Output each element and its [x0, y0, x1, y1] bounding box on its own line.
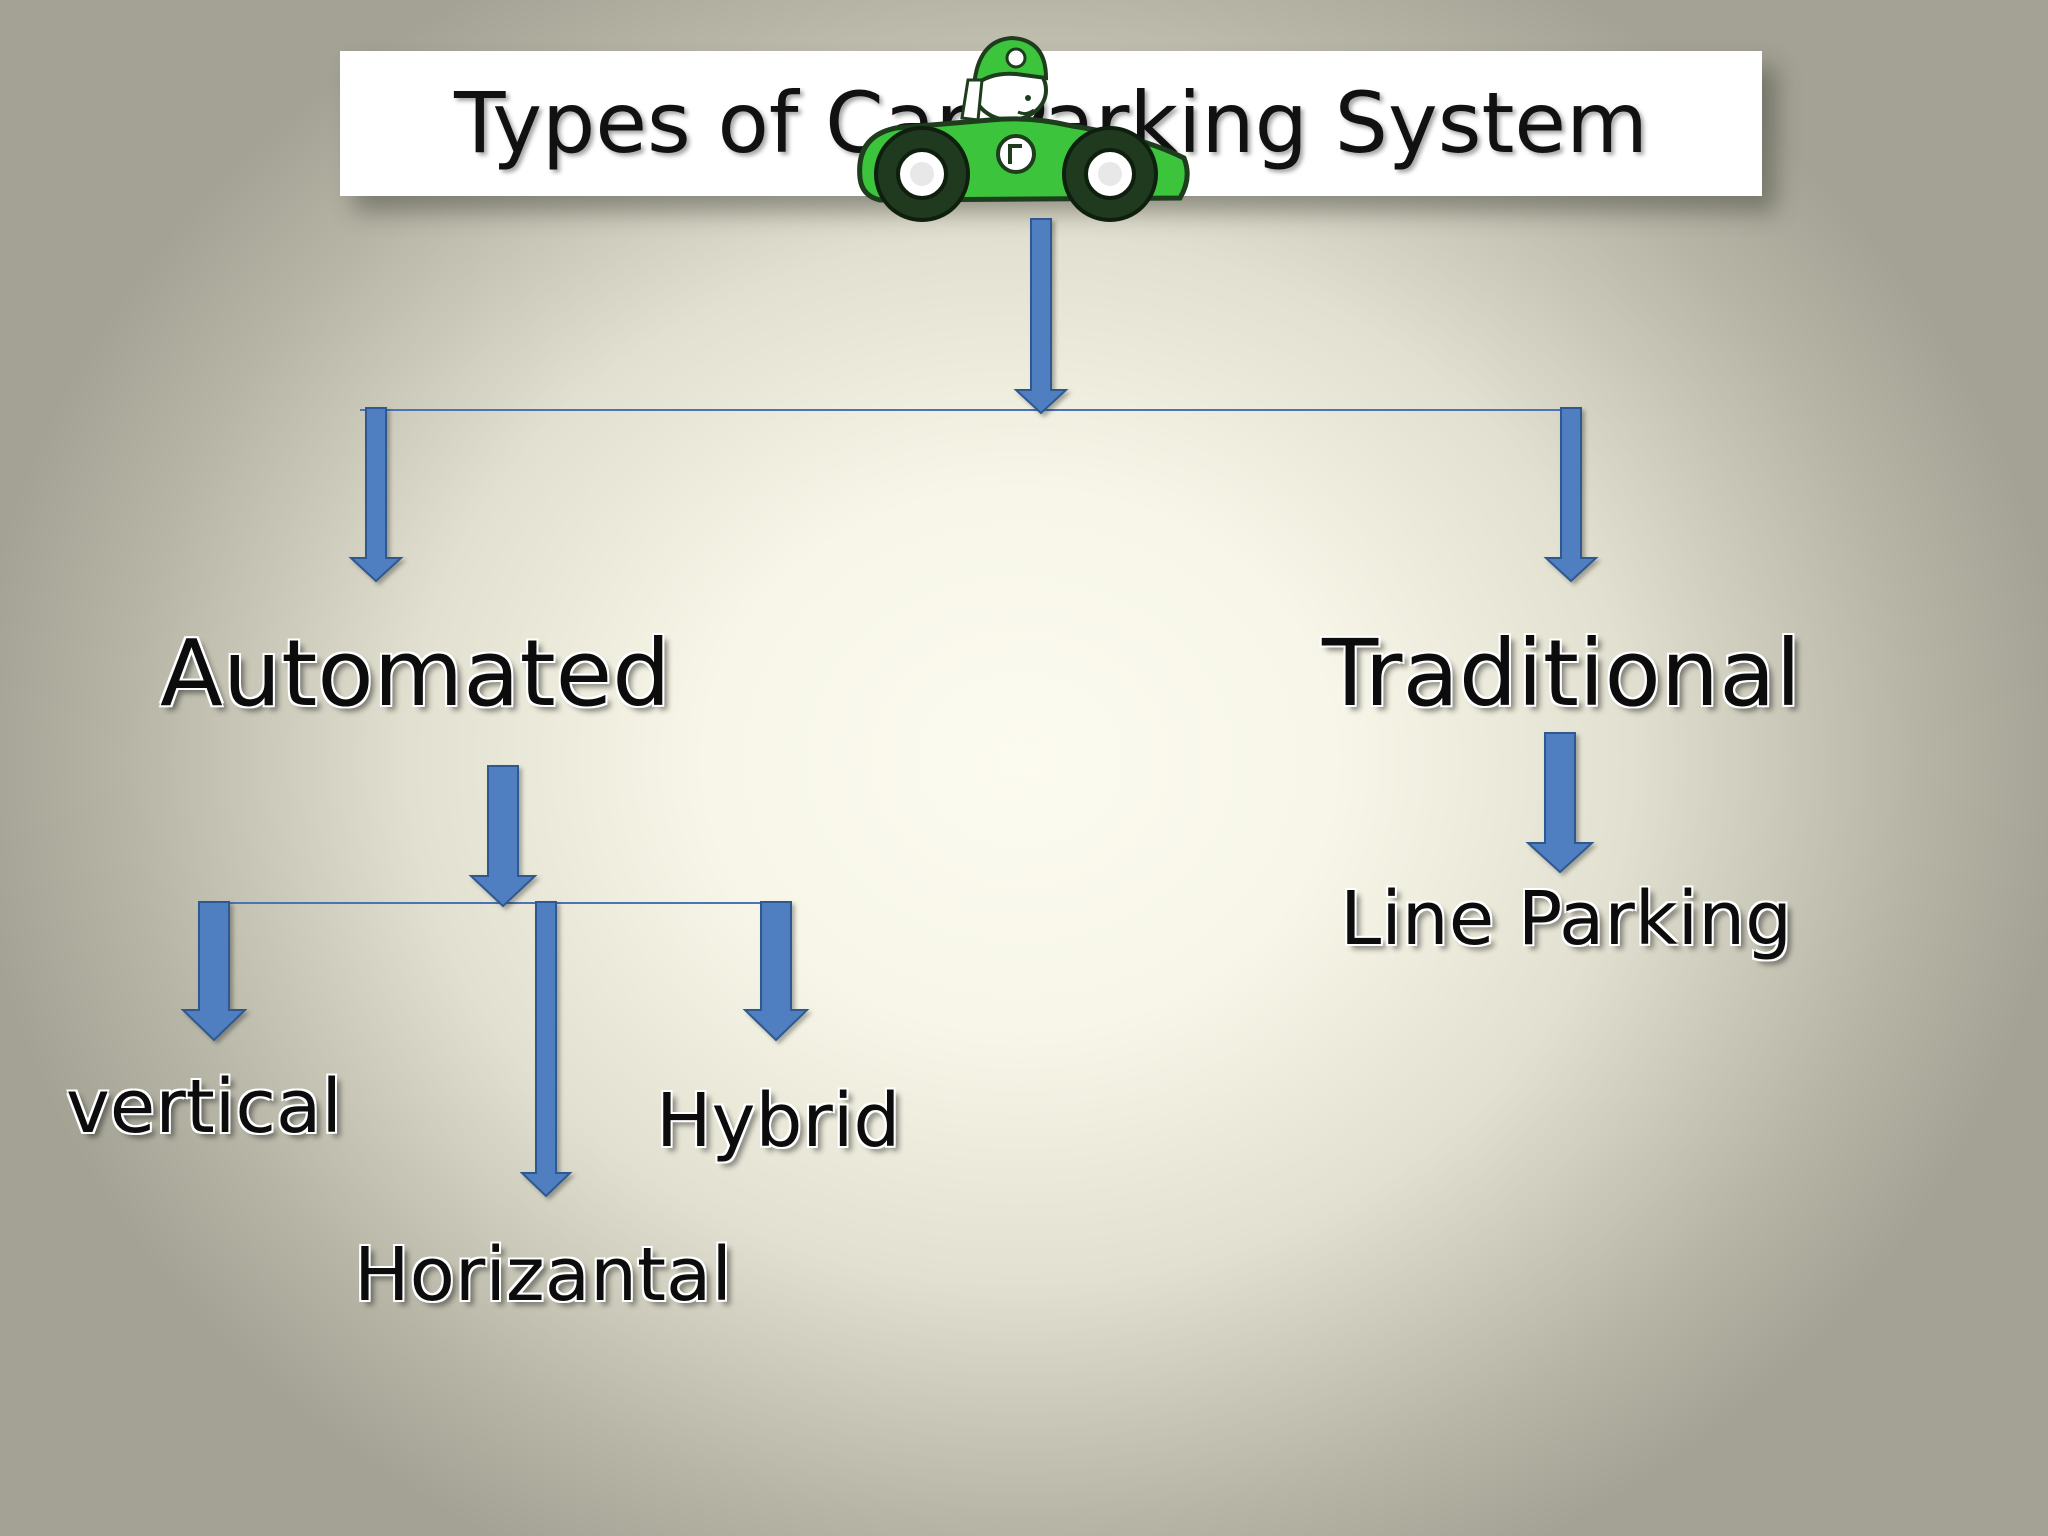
arrow-to-line-parking: [1525, 732, 1595, 874]
arrow-to-traditional: [1543, 407, 1599, 583]
arrow-to-hybrid: [742, 901, 810, 1042]
arrow-to-automated: [348, 407, 404, 583]
node-traditional: Traditional: [1322, 620, 1802, 727]
arrow-automated-down: [468, 765, 538, 908]
node-hybrid: Hybrid: [656, 1078, 901, 1164]
arrow-to-horizontal: [519, 901, 573, 1198]
node-horizontal: Horizantal: [354, 1232, 732, 1318]
node-vertical: vertical: [66, 1064, 342, 1150]
node-line-parking: Line Parking: [1340, 876, 1793, 962]
arrow-to-vertical: [180, 901, 248, 1042]
race-car-driver-icon: [857, 35, 1190, 222]
arrow-title-down: [1013, 218, 1069, 415]
node-automated: Automated: [160, 620, 671, 727]
